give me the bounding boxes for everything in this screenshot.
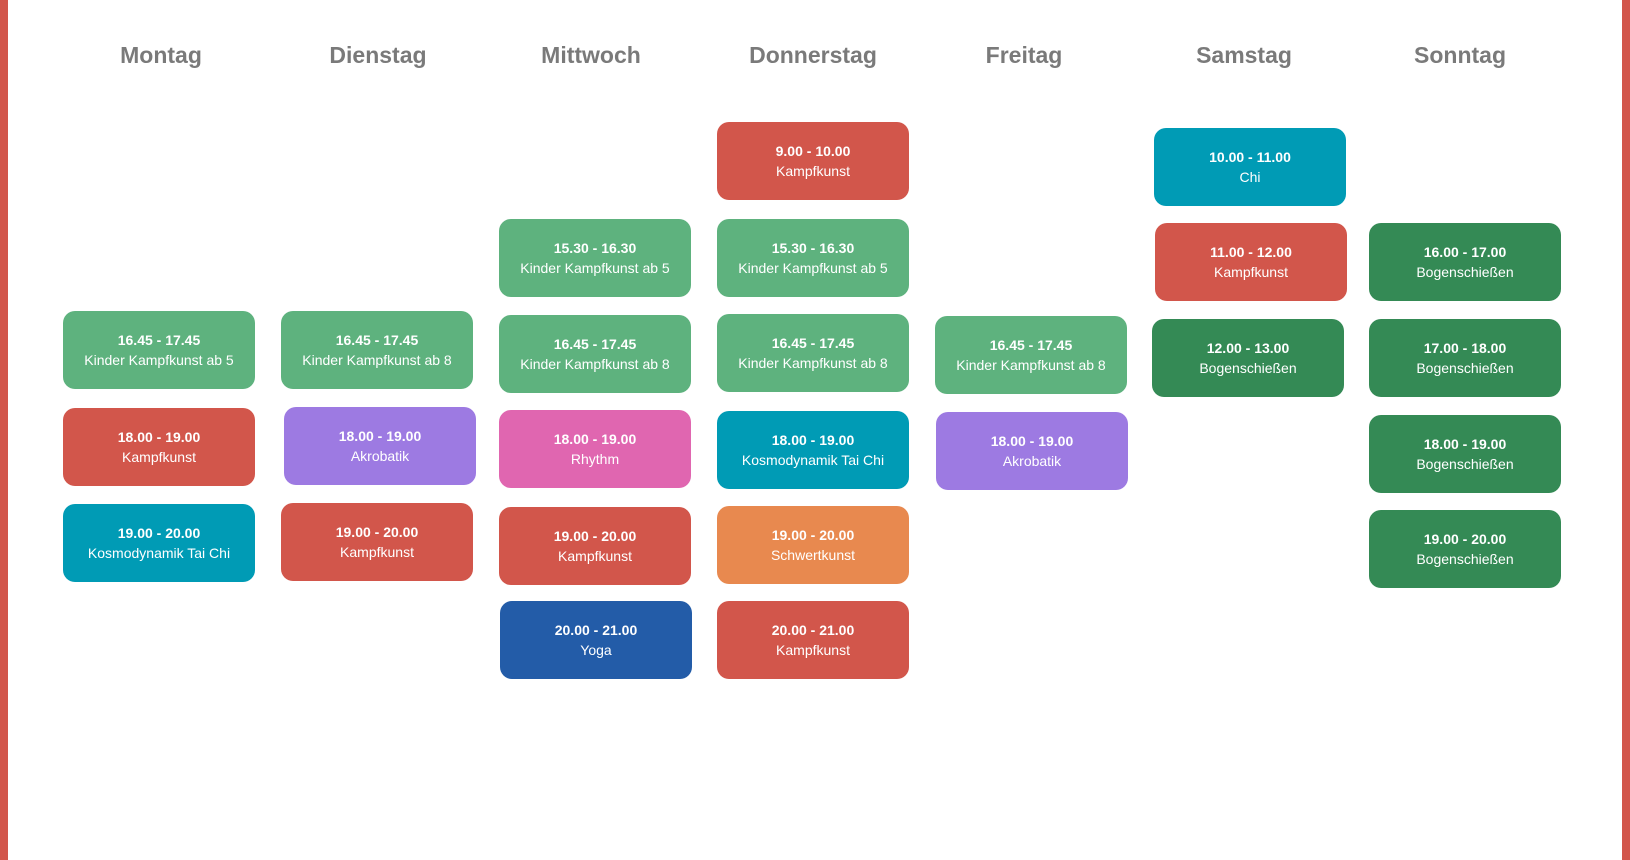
session-card-mittwoch-yoga[interactable]: 20.00 - 21.00 Yoga bbox=[500, 601, 692, 679]
session-time: 19.00 - 20.00 bbox=[771, 526, 855, 543]
session-name: Kampfkunst bbox=[122, 448, 196, 465]
session-card-sonntag-bogenschiessen-17[interactable]: 17.00 - 18.00 Bogenschießen bbox=[1369, 319, 1561, 397]
session-time: 12.00 - 13.00 bbox=[1206, 339, 1290, 356]
session-card-sonntag-bogenschiessen-16[interactable]: 16.00 - 17.00 Bogenschießen bbox=[1369, 223, 1561, 301]
session-name: Bogenschießen bbox=[1416, 455, 1514, 472]
left-border bbox=[0, 0, 8, 860]
day-header-mittwoch: Mittwoch bbox=[541, 42, 641, 68]
session-time: 19.00 - 20.00 bbox=[117, 524, 201, 541]
session-card-freitag-akrobatik[interactable]: 18.00 - 19.00 Akrobatik bbox=[936, 412, 1128, 490]
session-name: Akrobatik bbox=[350, 447, 410, 464]
session-card-dienstag-akrobatik[interactable]: 18.00 - 19.00 Akrobatik bbox=[284, 407, 476, 485]
session-card-samstag-chi[interactable]: 10.00 - 11.00 Chi bbox=[1154, 128, 1346, 206]
session-name: Kinder Kampfkunst ab 5 bbox=[738, 259, 888, 276]
session-card-montag-kinder-kampfkunst[interactable]: 16.45 - 17.45 Kinder Kampfkunst ab 5 bbox=[63, 311, 255, 389]
session-time: 16.45 - 17.45 bbox=[989, 336, 1073, 353]
session-card-dienstag-kampfkunst[interactable]: 19.00 - 20.00 Kampfkunst bbox=[281, 503, 473, 581]
day-header-dienstag: Dienstag bbox=[329, 42, 427, 68]
session-card-freitag-kinder-kampfkunst[interactable]: 16.45 - 17.45 Kinder Kampfkunst ab 8 bbox=[935, 316, 1127, 394]
session-name: Kinder Kampfkunst ab 8 bbox=[956, 356, 1106, 373]
session-card-mittwoch-rhythm[interactable]: 18.00 - 19.00 Rhythm bbox=[499, 410, 691, 488]
session-card-mittwoch-kinder-kampfkunst-ab5[interactable]: 15.30 - 16.30 Kinder Kampfkunst ab 5 bbox=[499, 219, 691, 297]
session-card-donnerstag-kinder-kampfkunst-ab8[interactable]: 16.45 - 17.45 Kinder Kampfkunst ab 8 bbox=[717, 314, 909, 392]
session-name: Kinder Kampfkunst ab 8 bbox=[520, 355, 670, 372]
session-time: 16.00 - 17.00 bbox=[1423, 243, 1507, 260]
session-name: Kampfkunst bbox=[340, 543, 414, 560]
session-card-donnerstag-schwertkunst[interactable]: 19.00 - 20.00 Schwertkunst bbox=[717, 506, 909, 584]
session-card-montag-tai-chi[interactable]: 19.00 - 20.00 Kosmodynamik Tai Chi bbox=[63, 504, 255, 582]
session-name: Kinder Kampfkunst ab 5 bbox=[84, 351, 234, 368]
session-name: Kampfkunst bbox=[1214, 263, 1288, 280]
session-card-samstag-kampfkunst[interactable]: 11.00 - 12.00 Kampfkunst bbox=[1155, 223, 1347, 301]
right-border bbox=[1622, 0, 1630, 860]
session-time: 16.45 - 17.45 bbox=[771, 334, 855, 351]
session-time: 16.45 - 17.45 bbox=[335, 331, 419, 348]
session-name: Kinder Kampfkunst ab 5 bbox=[520, 259, 670, 276]
session-name: Kampfkunst bbox=[776, 641, 850, 658]
session-name: Schwertkunst bbox=[770, 546, 856, 563]
session-time: 11.00 - 12.00 bbox=[1210, 243, 1292, 260]
session-name: Bogenschießen bbox=[1416, 359, 1514, 376]
session-name: Yoga bbox=[580, 641, 612, 658]
session-name: Bogenschießen bbox=[1416, 263, 1514, 280]
session-name: Kosmodynamik Tai Chi bbox=[87, 544, 231, 561]
session-time: 16.45 - 17.45 bbox=[117, 331, 201, 348]
session-time: 16.45 - 17.45 bbox=[553, 335, 637, 352]
session-time: 15.30 - 16.30 bbox=[553, 239, 637, 256]
session-card-donnerstag-tai-chi[interactable]: 18.00 - 19.00 Kosmodynamik Tai Chi bbox=[717, 411, 909, 489]
session-name: Rhythm bbox=[570, 450, 620, 467]
session-time: 18.00 - 19.00 bbox=[1423, 435, 1507, 452]
session-card-donnerstag-kampfkunst-evening[interactable]: 20.00 - 21.00 Kampfkunst bbox=[717, 601, 909, 679]
day-header-freitag: Freitag bbox=[985, 42, 1063, 68]
session-name: Kinder Kampfkunst ab 8 bbox=[738, 354, 888, 371]
session-time: 18.00 - 19.00 bbox=[117, 428, 201, 445]
day-header-samstag: Samstag bbox=[1196, 42, 1292, 68]
session-time: 9.00 - 10.00 bbox=[775, 142, 851, 159]
session-card-sonntag-bogenschiessen-19[interactable]: 19.00 - 20.00 Bogenschießen bbox=[1369, 510, 1561, 588]
session-time: 20.00 - 21.00 bbox=[554, 621, 638, 638]
session-name: Kampfkunst bbox=[558, 547, 632, 564]
session-name: Kampfkunst bbox=[776, 162, 850, 179]
session-time: 10.00 - 11.00 bbox=[1209, 148, 1291, 165]
session-time: 18.00 - 19.00 bbox=[990, 432, 1074, 449]
session-card-montag-kampfkunst[interactable]: 18.00 - 19.00 Kampfkunst bbox=[63, 408, 255, 486]
session-name: Bogenschießen bbox=[1416, 550, 1514, 567]
session-time: 15.30 - 16.30 bbox=[771, 239, 855, 256]
session-time: 19.00 - 20.00 bbox=[335, 523, 419, 540]
session-card-donnerstag-kampfkunst-morning[interactable]: 9.00 - 10.00 Kampfkunst bbox=[717, 122, 909, 200]
session-card-donnerstag-kinder-kampfkunst-ab5[interactable]: 15.30 - 16.30 Kinder Kampfkunst ab 5 bbox=[717, 219, 909, 297]
session-time: 19.00 - 20.00 bbox=[553, 527, 637, 544]
session-name: Kinder Kampfkunst ab 8 bbox=[302, 351, 452, 368]
session-card-samstag-bogenschiessen[interactable]: 12.00 - 13.00 Bogenschießen bbox=[1152, 319, 1344, 397]
session-card-sonntag-bogenschiessen-18[interactable]: 18.00 - 19.00 Bogenschießen bbox=[1369, 415, 1561, 493]
session-card-mittwoch-kampfkunst[interactable]: 19.00 - 20.00 Kampfkunst bbox=[499, 507, 691, 585]
day-header-sonntag: Sonntag bbox=[1414, 42, 1506, 68]
session-time: 19.00 - 20.00 bbox=[1423, 530, 1507, 547]
session-card-dienstag-kinder-kampfkunst[interactable]: 16.45 - 17.45 Kinder Kampfkunst ab 8 bbox=[281, 311, 473, 389]
session-time: 17.00 - 18.00 bbox=[1423, 339, 1507, 356]
session-time: 20.00 - 21.00 bbox=[771, 621, 855, 638]
session-name: Kosmodynamik Tai Chi bbox=[741, 451, 885, 468]
session-time: 18.00 - 19.00 bbox=[771, 431, 855, 448]
session-card-mittwoch-kinder-kampfkunst-ab8[interactable]: 16.45 - 17.45 Kinder Kampfkunst ab 8 bbox=[499, 315, 691, 393]
day-header-montag: Montag bbox=[120, 42, 202, 68]
session-time: 18.00 - 19.00 bbox=[338, 427, 422, 444]
session-time: 18.00 - 19.00 bbox=[553, 430, 637, 447]
session-name: Chi bbox=[1239, 168, 1261, 185]
session-name: Bogenschießen bbox=[1199, 359, 1297, 376]
session-name: Akrobatik bbox=[1002, 452, 1062, 469]
day-header-donnerstag: Donnerstag bbox=[749, 42, 877, 68]
